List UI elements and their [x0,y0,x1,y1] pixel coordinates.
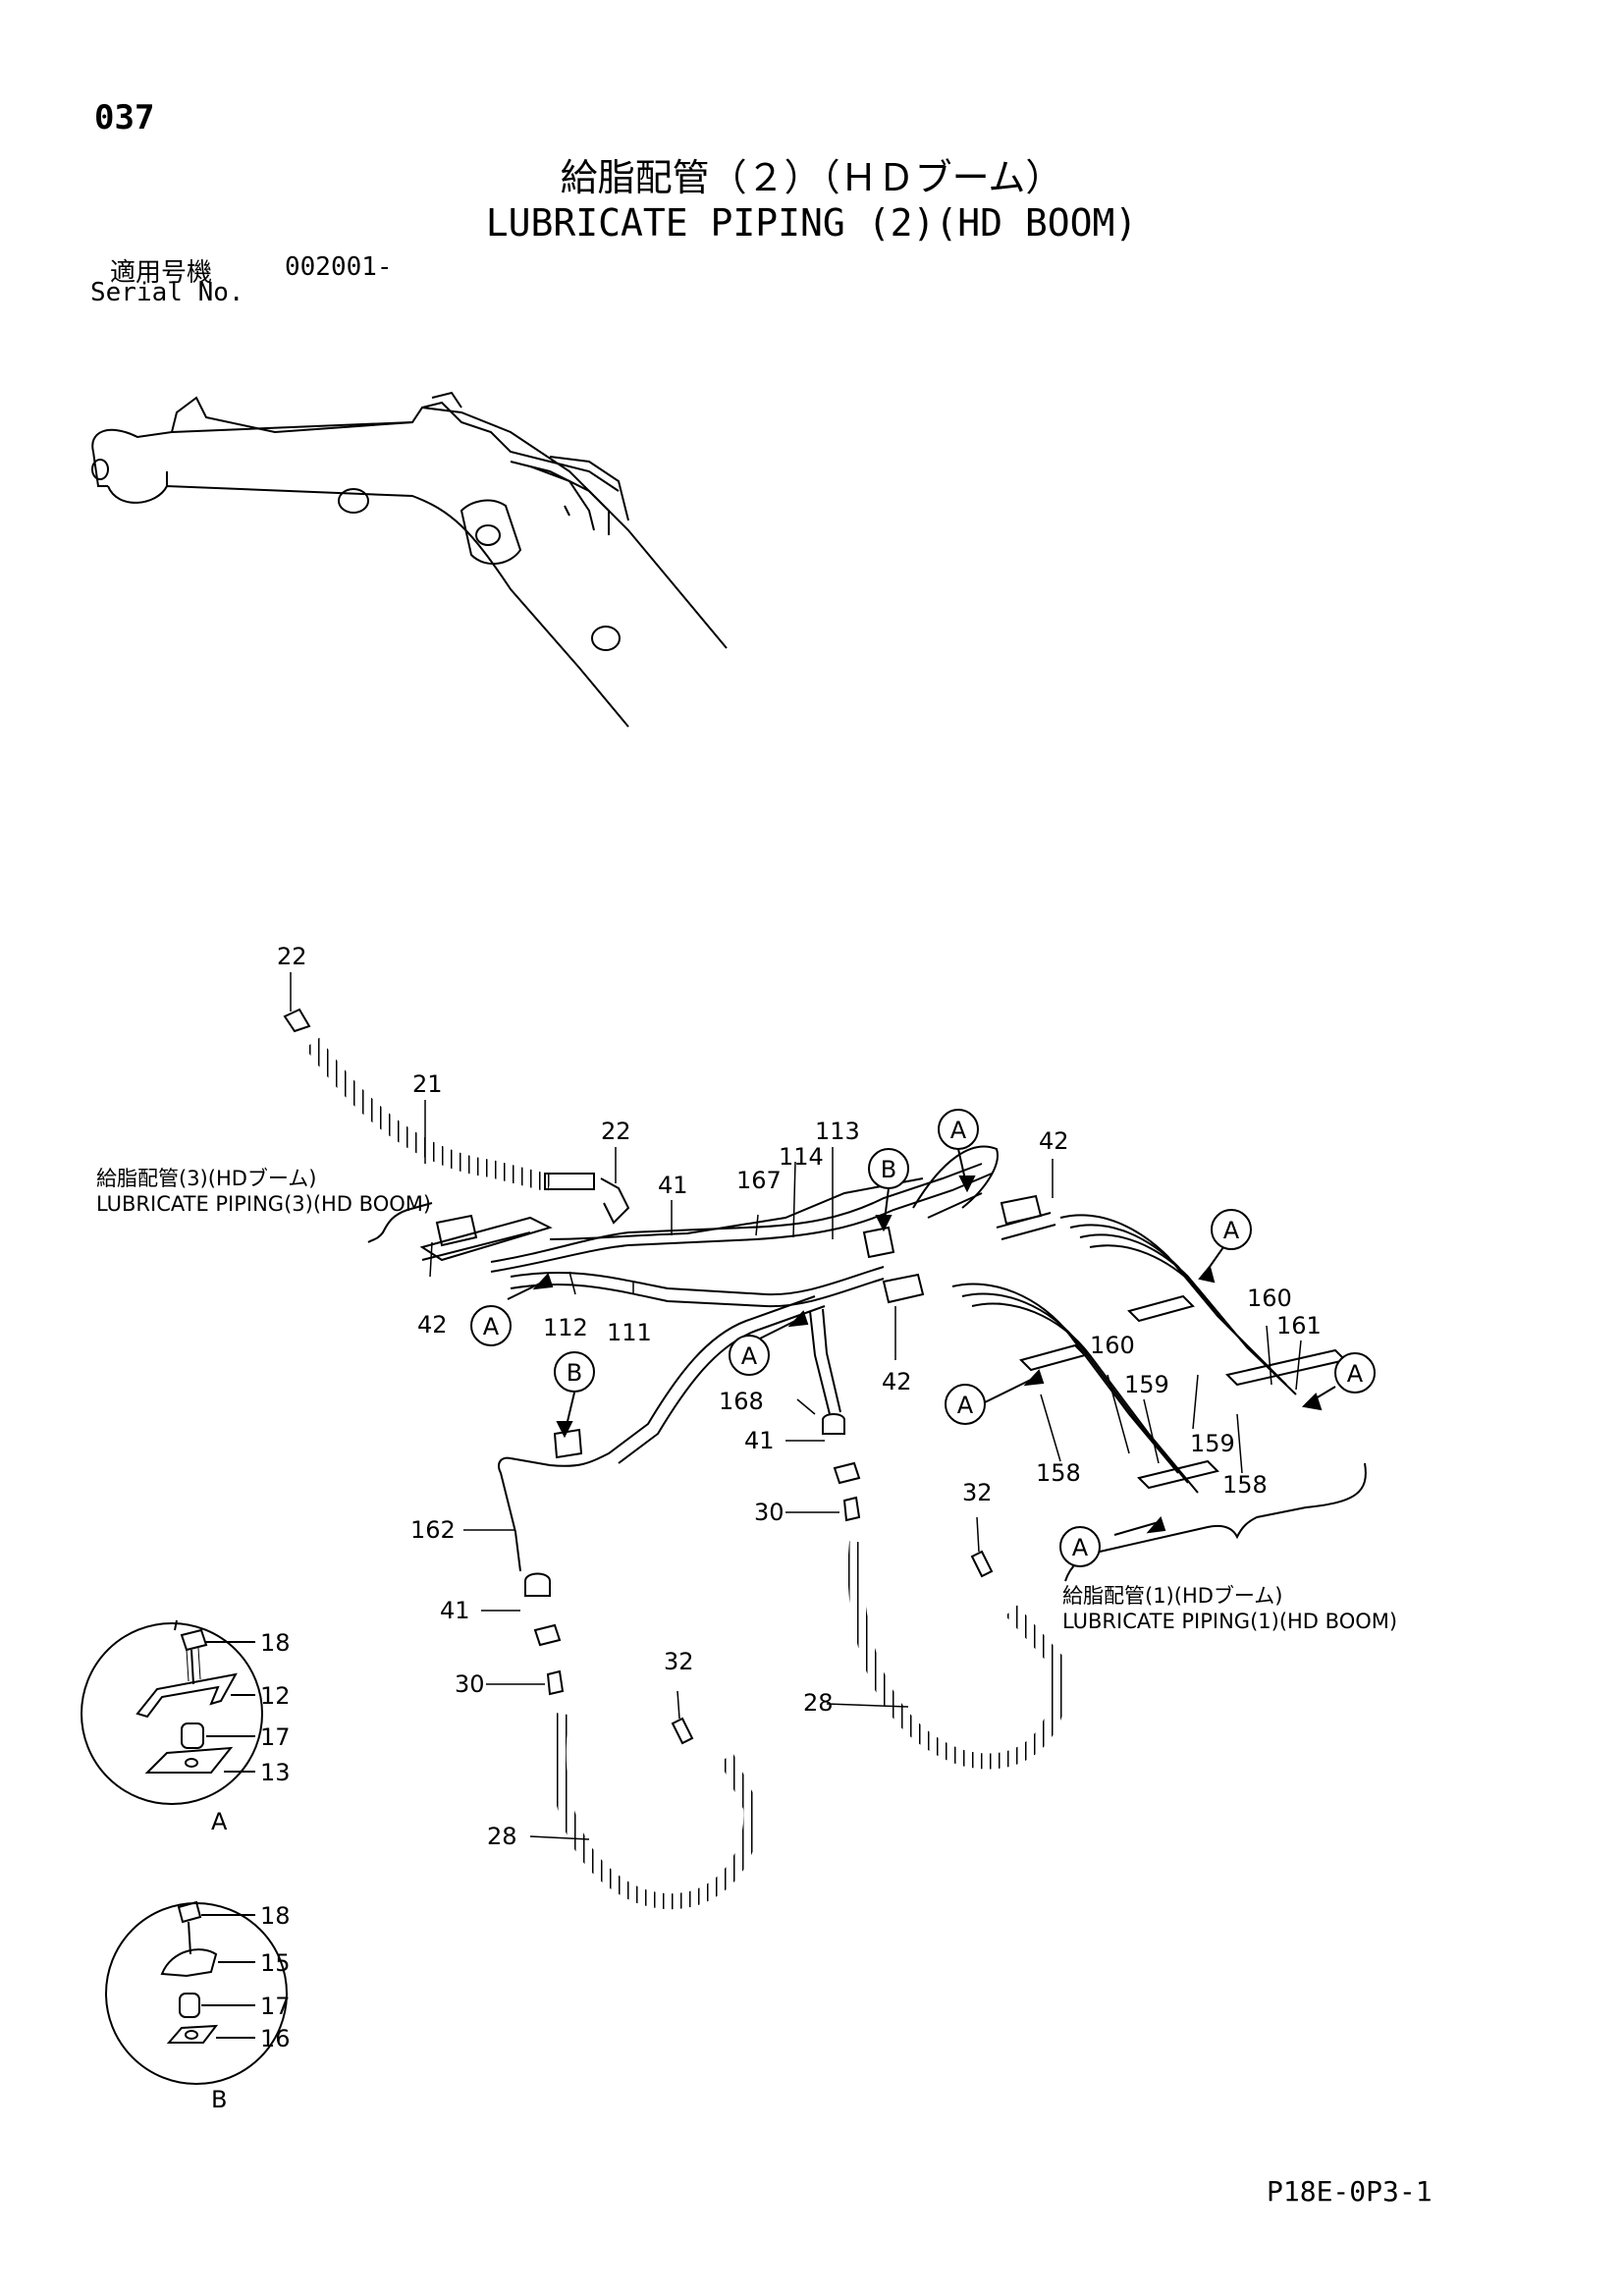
label-159-left: 159 [1124,1371,1169,1398]
ref-piping3-en: LUBRICATE PIPING(3)(HD BOOM) [96,1192,431,1216]
detail-a-labels: 18 12 17 13 A [211,1629,291,1835]
label-158-right: 158 [1222,1471,1268,1499]
label-22-top: 22 [277,943,307,970]
main-piping [283,1008,1367,1909]
label-18-a: 18 [260,1629,291,1657]
label-28-right: 28 [803,1689,834,1717]
label-21: 21 [412,1070,443,1098]
label-41-center: 41 [744,1427,775,1454]
callout-b-1: B [881,1156,896,1183]
label-30-left: 30 [455,1670,485,1698]
detail-a-letter: A [211,1808,228,1835]
label-32-right: 32 [962,1479,993,1506]
label-18-b: 18 [260,1902,291,1930]
callout-letters: A A A A A A A B B [483,1117,1364,1561]
label-15: 15 [260,1949,291,1977]
label-32-left: 32 [664,1648,694,1675]
label-17-a: 17 [260,1723,291,1751]
part-labels: 22 21 22 41 167 114 113 42 42 112 111 42… [277,943,1322,1850]
ref-piping1-jp: 給脂配管(1)(HDブーム) [1062,1584,1282,1608]
label-30-center: 30 [754,1499,784,1526]
label-41-top: 41 [658,1172,688,1199]
label-160-left: 160 [1090,1332,1135,1359]
label-42-center: 42 [882,1368,912,1395]
label-161: 161 [1276,1312,1322,1339]
boom-overview [91,391,728,728]
callout-a-5: A [1347,1360,1364,1388]
label-111: 111 [607,1319,652,1346]
detail-a [81,1619,263,1805]
document-code: P18E-0P3-1 [1267,2175,1433,2208]
label-42-left: 42 [417,1311,448,1339]
ref-piping1-en: LUBRICATE PIPING(1)(HD BOOM) [1062,1610,1397,1633]
callout-circles [470,1109,1376,1567]
label-42-right: 42 [1039,1127,1069,1155]
detail-b-labels: 18 15 17 16 B [211,1902,291,2113]
serial-value: 002001- [285,252,393,282]
label-12: 12 [260,1682,291,1710]
label-167: 167 [736,1167,782,1194]
cross-references: 給脂配管(3)(HDブーム) LUBRICATE PIPING(3)(HD BO… [96,1167,1397,1633]
callout-a-4: A [1223,1217,1240,1244]
label-28-left: 28 [487,1823,517,1850]
label-113: 113 [815,1118,860,1145]
label-168: 168 [719,1388,764,1415]
label-114: 114 [779,1143,824,1171]
detail-b [105,1900,288,2085]
ref-piping3-jp: 給脂配管(3)(HDブーム) [96,1167,316,1190]
leader-lines [290,972,1302,1840]
label-41-left: 41 [440,1597,470,1624]
label-158-left: 158 [1036,1459,1081,1487]
page-title-jp: 給脂配管（２）（ＨＤブーム） [560,156,1063,199]
callout-a-6: A [1072,1534,1089,1561]
callout-a-3: A [957,1392,974,1419]
label-159-right: 159 [1190,1430,1235,1457]
page-title-en: LUBRICATE PIPING (2)(HD BOOM) [485,201,1138,245]
label-112: 112 [543,1314,588,1341]
label-22-mid: 22 [601,1118,631,1145]
label-162: 162 [410,1516,456,1544]
callout-a-2: A [741,1342,758,1370]
label-16: 16 [260,2025,291,2052]
serial-label-jp: 適用号機 [110,258,213,288]
detail-b-letter: B [211,2086,227,2113]
page-number: 037 [94,98,155,137]
label-160-right: 160 [1247,1285,1292,1312]
callout-b-2: B [567,1359,582,1387]
callout-a-7: A [950,1117,967,1144]
callout-a-1: A [483,1313,500,1340]
label-13: 13 [260,1759,291,1786]
label-17-b: 17 [260,1993,291,2020]
serial-label-en: Serial No. [90,278,244,307]
